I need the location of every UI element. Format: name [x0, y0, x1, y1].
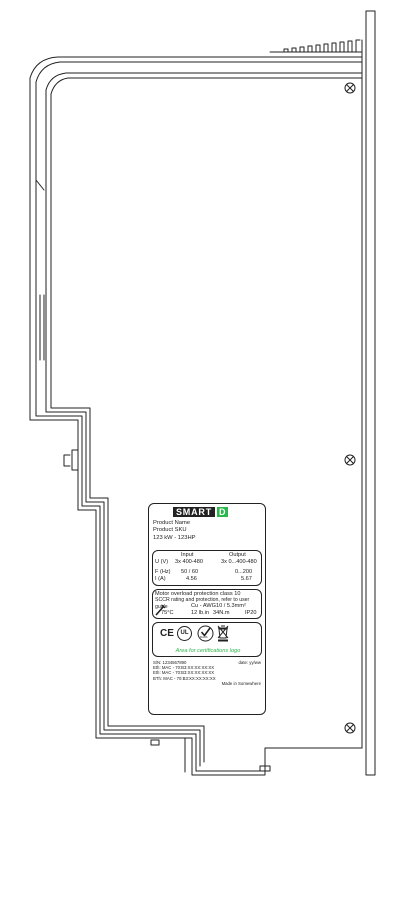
protection-temperature: 75°C — [161, 610, 174, 616]
heatsink-fins — [269, 39, 363, 53]
certifications-note: Area for certifications logo — [175, 648, 241, 654]
mounting-plate — [361, 10, 376, 776]
product-sku: Product SKU — [153, 527, 187, 534]
input-header: Input — [181, 552, 194, 558]
ul-mark-icon: UL — [177, 626, 192, 641]
protection-torque-nm: 34N.m — [213, 610, 230, 616]
rating-f-input: 50 / 60 — [181, 569, 199, 575]
serials-block: S/N: 1234567890 date: yy/ww Eth: MAC - 7… — [153, 660, 261, 686]
screw-bottom — [344, 722, 356, 734]
protection-line-2: SCCR rating and protection, refer to use… — [155, 597, 250, 610]
product-name: Product Name — [153, 520, 191, 526]
rating-f-name: F (Hz) — [155, 569, 171, 575]
brand-letter: D — [217, 507, 228, 517]
screwdriver-icon — [155, 604, 165, 616]
ce-mark-icon: CE — [160, 627, 174, 639]
rating-i-output: 5.67 — [241, 576, 252, 582]
protection-box: Motor overload protection class 10 SCCR … — [152, 589, 262, 619]
manufacture-date: date: yy/ww — [238, 660, 261, 665]
certifications-box: CE UL RoHS Area for certifications logo — [152, 622, 262, 657]
rohs-text: RoHS — [200, 635, 208, 639]
rating-u-name: U (V) — [155, 559, 169, 565]
ratings-box: Input Output U (V) 3x 400-480 3x 0...400… — [152, 550, 262, 586]
screw-middle — [344, 454, 356, 466]
eth-mac-2: Eth: MAC - 70:B3:XX:XX:XX:XX — [153, 670, 215, 676]
rating-u-output: 3x 0...400-480 — [221, 559, 257, 565]
rating-i-input: 4.56 — [186, 576, 197, 582]
protection-ip: IP20 — [245, 610, 257, 616]
rating-i-name: I (A) — [155, 576, 166, 582]
rohs-mark-icon — [197, 625, 214, 642]
rating-u-input: 3x 400-480 — [175, 559, 203, 565]
rating-label: SMART D Product Name Product SKU 123 kW … — [148, 503, 266, 715]
product-power: 123 kW - 123HP — [153, 534, 196, 541]
protection-line-1: Motor overload protection class 10 — [155, 591, 241, 597]
screw-top — [344, 82, 356, 94]
output-header: Output — [229, 552, 246, 558]
housing-outline — [29, 56, 363, 776]
serial-number: S/N: 1234567890 — [153, 660, 187, 665]
weee-bin-icon — [217, 625, 229, 642]
brand-logo: SMART D — [173, 507, 228, 517]
eth-mac-1: Eth: MAC - 70:B3:XX:XX:XX:XX — [153, 665, 215, 671]
brand-name: SMART — [173, 507, 215, 517]
product-info: Product Name Product SKU 123 kW - 123HP — [153, 520, 196, 542]
made-in: Made in Somewhere — [221, 680, 261, 686]
rating-f-output: 0...200 — [235, 569, 253, 575]
bt-mac: BTh: MAC - 70:B3:XX:XX:XX:XX — [153, 675, 216, 681]
protection-cable: Cu - AWG10 / 5.3mm² — [191, 603, 246, 609]
protection-torque-lb: 12 lb.in — [191, 610, 210, 616]
